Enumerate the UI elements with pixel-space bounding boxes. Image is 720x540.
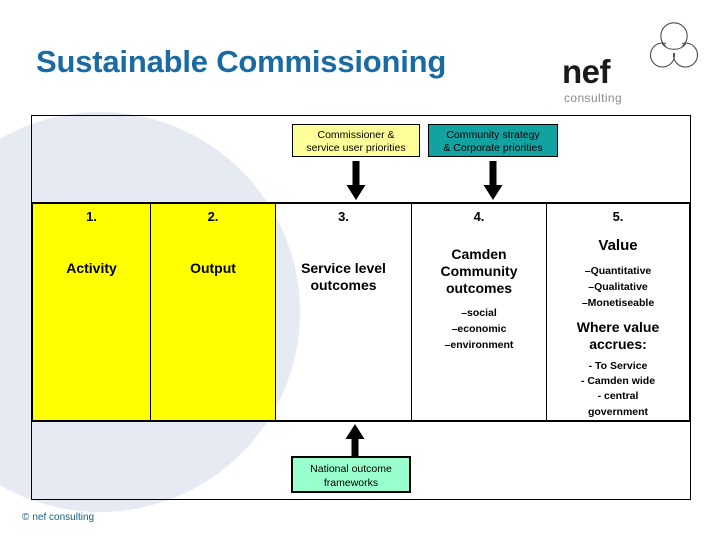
column-title: Output [190, 260, 236, 277]
column-title-line3: outcomes [445, 280, 513, 297]
list-item: government [587, 405, 649, 418]
footer-copyright-text: nef consulting [32, 512, 95, 523]
page-title: Sustainable Commissioning [36, 44, 447, 79]
copyright-icon: © [22, 512, 30, 523]
list-item: - central [597, 390, 639, 403]
list-item: - To Service [588, 359, 648, 372]
column-title-line1: Service level [301, 260, 386, 277]
commissioning-matrix-table: 1. Activity 2. Output 3. Service level o… [31, 202, 691, 422]
list-item: - Camden wide [580, 375, 656, 388]
list-item: –Monetiseable [581, 297, 655, 310]
box-commissioner-line1: Commissioner & [317, 129, 395, 141]
column-title-line1: Camden [451, 246, 507, 263]
box-community-priorities: Community strategy & Corporate prioritie… [428, 124, 558, 157]
brand-logo: nef consulting [562, 22, 702, 112]
column-number: 4. [473, 209, 485, 224]
trefoil-cloud-mark-icon [649, 22, 699, 68]
box-community-line1: Community strategy [446, 129, 540, 141]
column-title-line2: outcomes [310, 277, 377, 294]
where-value-accrues-line1: Where value [576, 319, 660, 336]
column-number: 2. [207, 209, 219, 224]
value-accrual-list: - To Service - Camden wide - central gov… [547, 359, 689, 420]
brand-wordmark: nef [562, 53, 611, 90]
box-national-line1: National outcome [310, 463, 392, 475]
where-value-accrues-heading: Where value accrues: [547, 319, 689, 353]
list-item: –Quantitative [584, 264, 652, 277]
list-item: –economic [451, 322, 507, 335]
list-item: –Qualitative [588, 280, 648, 293]
arrow-down-community-icon [483, 161, 503, 200]
list-item: –environment [444, 339, 514, 352]
column-title: Camden Community outcomes [412, 246, 546, 297]
column-title-line2: Community [440, 263, 518, 280]
brand-subword: consulting [564, 91, 623, 105]
arrow-down-commissioner-icon [346, 161, 366, 200]
column-number: 1. [86, 209, 97, 224]
box-commissioner-line2: service user priorities [306, 142, 406, 155]
matrix-column-service-level-outcomes: 3. Service level outcomes [276, 204, 412, 420]
matrix-column-value: 5. Value –Quantitative –Qualitative –Mon… [547, 204, 689, 420]
matrix-column-camden-community-outcomes: 4. Camden Community outcomes –social –ec… [412, 204, 547, 420]
list-item: –social [461, 306, 497, 319]
camden-outcomes-sub-list: –social –economic –environment [412, 305, 546, 354]
box-national-outcome-frameworks: National outcome frameworks [291, 456, 411, 493]
where-value-accrues-line2: accrues: [589, 336, 647, 353]
column-number: 5. [612, 209, 624, 224]
matrix-column-activity: 1. Activity [33, 204, 151, 420]
column-title: Value [598, 237, 638, 255]
value-type-list: –Quantitative –Qualitative –Monetiseable [547, 263, 689, 312]
box-commissioner-priorities: Commissioner & service user priorities [292, 124, 420, 157]
footer-copyright: © nef consulting [22, 512, 94, 523]
box-community-line2: & Corporate priorities [443, 142, 543, 155]
box-national-line2: frameworks [323, 476, 379, 489]
column-title: Activity [66, 260, 117, 277]
matrix-column-output: 2. Output [151, 204, 276, 420]
column-title: Service level outcomes [276, 260, 411, 294]
column-number: 3. [338, 209, 349, 224]
arrow-up-national-frameworks-icon [345, 424, 365, 458]
